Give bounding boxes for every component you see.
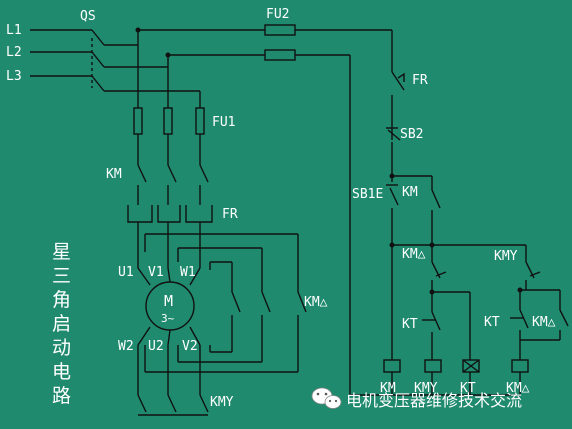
diagram-title: 星 三 角 启 动 电 路: [52, 241, 71, 407]
label-l2: L2: [6, 45, 22, 60]
label-sb2: SB2: [400, 127, 423, 142]
label-fu2: FU2: [266, 7, 289, 22]
label-km-hold: KM: [402, 185, 418, 200]
label-v2: V2: [182, 339, 198, 354]
label-u2: U2: [148, 339, 164, 354]
watermark-text: 电机变压器维修技术交流: [346, 391, 522, 410]
title-char: 星: [52, 241, 71, 263]
wechat-icon: [311, 387, 342, 409]
label-kmy-nc: KMY: [494, 249, 518, 264]
label-motor-m: M: [164, 292, 173, 310]
title-char: 路: [52, 385, 71, 407]
title-char: 动: [52, 337, 71, 359]
label-km-delta-nc: KM△: [402, 247, 426, 262]
label-l3: L3: [6, 69, 22, 84]
label-kt-right: KT: [484, 315, 500, 330]
label-u1: U1: [118, 265, 134, 280]
title-char: 角: [52, 289, 71, 311]
label-coil-km: KM: [380, 381, 396, 396]
label-km-delta-main: KM△: [304, 295, 328, 310]
component-labels: L1 L2 L3 QS FU2 FU1 KM FR U1 V1 W1 W2 U2…: [6, 7, 556, 410]
watermark: 电机变压器维修技术交流: [311, 387, 522, 410]
label-coil-kt: KT: [460, 381, 476, 396]
label-fr-main: FR: [222, 207, 238, 222]
label-coil-kmy: KMY: [414, 381, 438, 396]
label-fr-ctrl: FR: [412, 73, 428, 88]
label-fu1: FU1: [212, 115, 235, 130]
label-motor-3: 3~: [161, 312, 175, 325]
circuit-wiring: [30, 24, 569, 416]
label-qs: QS: [80, 9, 96, 24]
title-char: 三: [52, 265, 71, 287]
label-l1: L1: [6, 23, 22, 38]
title-char: 启: [52, 313, 71, 335]
label-w1: W1: [180, 265, 196, 280]
title-char: 电: [52, 361, 71, 383]
label-w2: W2: [118, 339, 134, 354]
label-km-main: KM: [106, 167, 122, 182]
label-kt-left: KT: [402, 317, 418, 332]
label-km-delta-nc2: KM△: [532, 315, 556, 330]
label-kmy-main: KMY: [210, 395, 234, 410]
label-v1: V1: [148, 265, 164, 280]
label-coil-kmdelta: KM△: [506, 381, 530, 396]
label-sb1: SB1E: [352, 187, 383, 202]
junction-dots: [135, 27, 523, 295]
